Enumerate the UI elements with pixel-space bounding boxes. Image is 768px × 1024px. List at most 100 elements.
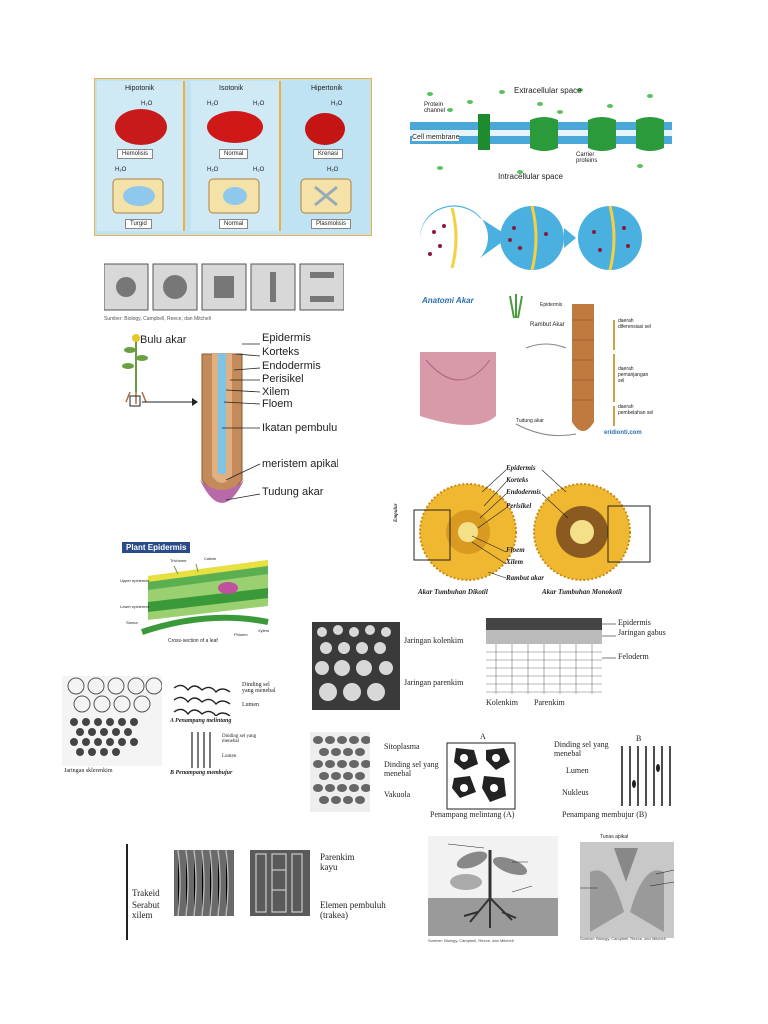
root-anatomy-label: Epidermis (540, 302, 563, 308)
root-anatomy-label: Rambut Akar (530, 322, 565, 328)
root-anatomy-label: Tudung akar (516, 418, 544, 424)
cork-label: Parenkim (534, 698, 565, 707)
sclerenchyma-label: B Penampang membujur (170, 770, 233, 776)
cork-label: Epidermis (618, 618, 651, 627)
sclerenchyma-label: Lumen (222, 754, 237, 759)
fiber-cells-label: Nukleus (562, 788, 589, 797)
root-anatomy-label: daerah diferensiasi sel (618, 318, 652, 330)
tonicity-water: H₂O (327, 167, 339, 173)
sclerenchyma-label: Dinding sel yang menebal (242, 682, 276, 694)
leaf-title: Plant Epidermis (122, 542, 191, 553)
cork-diagram (486, 618, 616, 694)
leaf-label: Upper epidermis (120, 578, 150, 583)
root-tip-figure: Bulu akar Epidermis Korteks Endodermis P… (116, 330, 338, 516)
root-cross-label: Perisikel (506, 502, 532, 510)
tonicity-cells (112, 109, 352, 214)
tonicity-result: Krenasi (313, 149, 344, 159)
root-cross-label: Empulur (394, 503, 399, 522)
tonicity-result: Hemolisis (117, 149, 154, 159)
root-tip-label: Xilem (262, 386, 290, 398)
tonicity-water: H₂O (207, 167, 219, 173)
tonicity-header: Hipertonik (311, 85, 343, 92)
tonicity-figure: Hipotonik Isotonik Hipertonik H₂O H₂O H₂… (94, 78, 372, 236)
root-anatomy-diagram (420, 294, 615, 437)
sclerenchyma-label: Dinding sel yang menebal (222, 734, 257, 744)
fiber-cells-caption: Penampang membujur (B) (562, 810, 647, 819)
carrier-label: Carrier proteins (576, 152, 598, 164)
stone-cells-micrograph (310, 732, 370, 812)
leaf-label: Phloem (234, 632, 248, 637)
root-anatomy-label: daerah pemanjangan sel (618, 366, 649, 384)
root-cross-monocot: Akar Tumbuhan Monokotil (542, 588, 622, 596)
xylem-divider (126, 844, 128, 940)
tonicity-result: Normal (219, 219, 249, 229)
xylem-label: Parenkim kayu (320, 852, 355, 872)
tonicity-water: H₂O (141, 101, 153, 107)
leaf-diagram (141, 560, 269, 635)
plant-diagram (428, 836, 558, 936)
root-hair-label: Bulu akar (140, 334, 187, 346)
tonicity-result: Turgid (125, 219, 152, 229)
shoot-tip-micrograph (580, 842, 674, 938)
tonicity-water: H₂O (207, 101, 219, 107)
root-cross-label: Xilem (506, 558, 524, 566)
tonicity-water: H₂O (331, 101, 343, 107)
root-cross-label: Korteks (506, 476, 529, 484)
root-cross-label: Endodermis (506, 488, 542, 496)
shoot-tip-caption: Sumber: Biology, Campbell, Reece, dan Mi… (580, 936, 666, 941)
tonicity-water: H₂O (253, 101, 265, 107)
root-tip-diagram (122, 334, 261, 503)
tonicity-result: Normal (219, 149, 249, 159)
root-tip-label: Korteks (262, 346, 300, 358)
collenchyma-label: Jaringan parenkim (404, 678, 464, 687)
xylem-figure: Trakeid Serabut xilem Parenkim kayu Elem… (124, 844, 404, 940)
mitosis-cells (104, 263, 344, 311)
plant-figure: Sumber: Biology, Campbell, Reece, dan Mi… (428, 836, 558, 946)
osmosis-diagram (419, 205, 642, 271)
root-cross-label: Floem (506, 546, 525, 554)
xylem-micrograph-left (174, 850, 234, 916)
intracellular-label: Intracellular space (498, 172, 563, 181)
sclerenchyma-figure: Dinding sel yang menebal Lumen A Penampa… (62, 676, 284, 780)
root-tip-label: Epidermis (262, 332, 311, 344)
shoot-tip-figure: Tunas apikal Sumber: Biology, Campbell, … (580, 834, 674, 944)
root-cross-figure: Epidermis Korteks Endodermis Perisikel F… (392, 462, 658, 604)
xylem-label: Trakeid (132, 888, 160, 898)
cork-label: Jaringan gabus (618, 628, 666, 637)
fiber-cells-drawing (621, 746, 671, 806)
sclerenchyma-cross-drawing (173, 684, 231, 716)
root-tip-label: Floem (262, 398, 293, 410)
root-cross-label: Rambut akar (506, 574, 544, 582)
sclerenchyma-long-drawing (191, 732, 211, 768)
root-tip-label: meristem apikal (262, 458, 338, 470)
tonicity-water: H₂O (115, 167, 127, 173)
protein-channel-label: Protein channel (424, 102, 446, 114)
root-tip-label: Endodermis (262, 360, 321, 372)
stone-cells-label: Dinding sel yang menebal (384, 760, 439, 778)
root-tip-label: Ikatan pembuluh (262, 422, 338, 434)
xylem-label: Elemen pembuluh (trakea) (320, 900, 386, 920)
leaf-label: Trichome (170, 558, 187, 563)
cork-figure: Epidermis Jaringan gabus Feloderm Kolenk… (486, 618, 668, 710)
mitosis-figure: Sumber: Biology, Campbell, Reece, dan Mi… (104, 262, 344, 328)
root-anatomy-title: Anatomi Akar (422, 296, 474, 305)
leaf-label: Cuticle (204, 556, 217, 561)
tonicity-result: Plasmolisis (311, 219, 352, 229)
root-anatomy-figure: Anatomi Akar Epidermis Rambut Akar Tudun… (416, 290, 656, 440)
sclerenchyma-label: A Penampang melintang (170, 718, 232, 724)
stone-cells-caption: Penampang melintang (A) (430, 810, 515, 819)
fiber-cells-figure: B Dinding sel yang menebal Lumen Nukleus… (554, 734, 700, 824)
osmosis-figure (414, 198, 648, 274)
sclerenchyma-caption: Jaringan sklerenkim (64, 768, 113, 774)
root-cross-dicot: Akar Tumbuhan Dikotil (418, 588, 488, 596)
leaf-label: Lower epidermis (120, 604, 150, 609)
membrane-diagram (410, 88, 672, 174)
cork-label: Kolenkim (486, 698, 518, 707)
root-tip-label: Tudung akar (262, 486, 324, 498)
sclerenchyma-micrograph (62, 676, 162, 766)
leaf-label: Stoma (126, 620, 138, 625)
mitosis-caption: Sumber: Biology, Campbell, Reece, dan Mi… (104, 316, 211, 322)
leaf-figure: Plant Epidermis Trichome Cuticle Upper e… (118, 540, 278, 648)
root-anatomy-label: daerah pembelahan sel (618, 404, 654, 416)
root-cross-label: Epidermis (506, 464, 536, 472)
